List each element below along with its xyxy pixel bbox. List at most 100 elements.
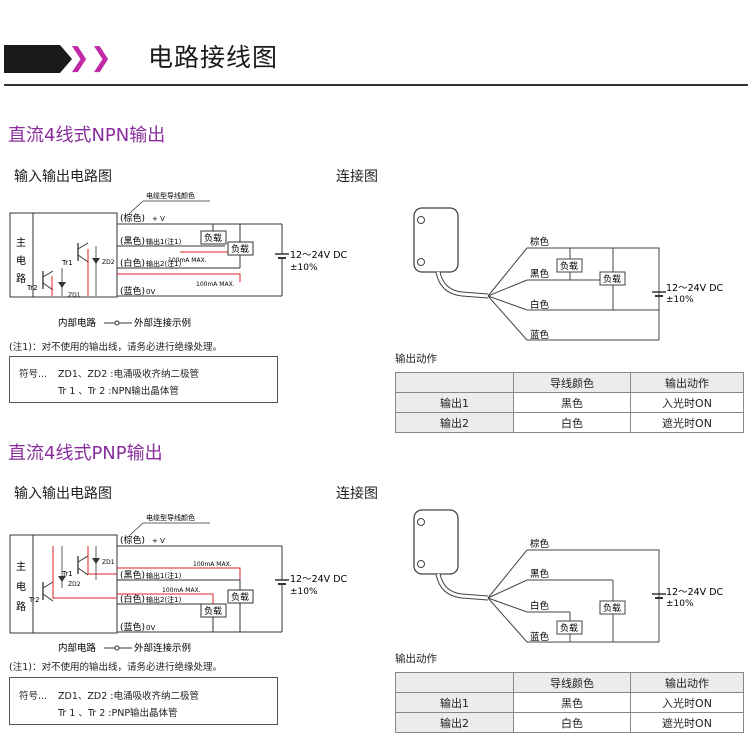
symbol-zd: ZD1、ZD2 :电涌吸收齐纳二极管 [58, 369, 199, 380]
supply-voltage: 12～24V DC [666, 587, 724, 598]
table-cell: 输出2 [395, 412, 514, 433]
wire-label-white: (白色) [120, 593, 145, 605]
conn-label-black: 黑色 [530, 568, 550, 580]
main-circuit-char: 路 [16, 600, 26, 613]
main-circuit-char: 主 [16, 237, 26, 249]
max-label-2: 100mA MAX. [162, 587, 201, 594]
wire-label-out1: 输出1(注1) [146, 571, 182, 580]
table-cell: 黑色 [513, 392, 631, 413]
load-label: 负载 [560, 622, 578, 634]
table-header-cell: 输出动作 [630, 672, 744, 693]
header-decoration-bar [4, 45, 72, 73]
wire-label-blue: (蓝色) [120, 285, 145, 297]
max-label-2: 100mA MAX. [196, 281, 235, 288]
conn-label-brown: 棕色 [530, 538, 550, 550]
load-label: 负载 [603, 602, 621, 614]
wire-label-out2: 输出2(注1) [146, 595, 182, 604]
conn-label-white: 白色 [530, 600, 550, 612]
pnp-connection-diagram: 棕色 黑色 白色 蓝色 负载 负载 12～24V DC ±10% [413, 509, 724, 643]
pnp-symbol-box: 符号... ZD1、ZD2 :电涌吸收齐纳二极管 Tr 1 、Tr 2 :PNP… [9, 677, 278, 725]
external-connection-label: 外部连接示例 [134, 642, 191, 654]
wire-label-out1: 输出1(注1) [146, 237, 182, 246]
conn-label-white: 白色 [530, 299, 550, 311]
load-box [200, 230, 227, 245]
load-label: 负载 [560, 260, 578, 272]
table-cell: 白色 [513, 412, 631, 433]
supply-tolerance: ±10% [290, 587, 318, 597]
load-label: 负载 [603, 273, 621, 285]
symbol-label: 符号... [19, 691, 48, 702]
cable-color-label: 电缆型导线颜色 [146, 191, 195, 200]
npn-circuit-heading: 输入输出电路图 [14, 169, 112, 185]
internal-circuit-label: 内部电路 [58, 317, 97, 329]
main-circuit-char: 主 [16, 561, 26, 573]
wire-label-0v: 0V [146, 288, 155, 296]
zd2-label: ZD2 [68, 581, 81, 588]
conn-label-black: 黑色 [530, 268, 550, 280]
pnp-note: (注1)：对不使用的输出线，请务必进行绝缘处理。 [9, 662, 222, 673]
load-label: 负载 [204, 232, 222, 244]
table-row: 输出1 黑色 入光时ON [395, 692, 744, 713]
pnp-section-title: 直流4线式PNP输出 [8, 443, 163, 464]
table-cell: 入光时ON [630, 692, 744, 713]
table-cell: 输出2 [395, 712, 514, 733]
load-label: 负载 [231, 591, 249, 603]
max-label-1: 100mA MAX. [168, 257, 207, 264]
table-cell: 白色 [513, 712, 631, 733]
zd1-label: ZD1 [102, 559, 115, 566]
main-circuit-char: 电 [16, 254, 26, 267]
npn-circuit-diagram: 电缆型导线颜色 主 电 路 (棕色) + V (黑色) 输出1(注1) (白色)… [9, 191, 348, 329]
supply-voltage: 12～24V DC [666, 283, 724, 294]
table-cell: 黑色 [513, 692, 631, 713]
wire-label-out2: 输出2(注1) [146, 259, 182, 268]
sensor-body [413, 509, 459, 575]
symbol-tr: Tr 1 、Tr 2 :PNP输出晶体管 [58, 708, 178, 719]
supply-voltage: 12～24V DC [290, 250, 348, 261]
conn-label-blue: 蓝色 [530, 631, 550, 643]
npn-output-table: 导线颜色 输出动作 输出1 黑色 入光时ON 输出2 白色 遮光时ON [395, 372, 744, 433]
symbol-label: 符号... [19, 369, 48, 380]
npn-section-title: 直流4线式NPN输出 [8, 125, 166, 146]
npn-output-action-heading: 输出动作 [395, 353, 437, 365]
wire-label-plusv: + V [152, 215, 165, 223]
pnp-connection-heading: 连接图 [336, 486, 378, 502]
conn-label-brown: 棕色 [530, 236, 550, 248]
table-cell: 入光时ON [630, 392, 744, 413]
load-label: 负载 [231, 243, 249, 255]
supply-tolerance: ±10% [666, 295, 694, 305]
supply-voltage: 12～24V DC [290, 574, 348, 585]
external-connection-label: 外部连接示例 [134, 317, 191, 329]
pnp-circuit-diagram: 电缆型导线颜色 主 电 路 (棕色) + V (黑色) 输出1(注1) (白色)… [9, 513, 348, 654]
wire-label-plusv: + V [152, 537, 165, 545]
max-label-1: 100mA MAX. [193, 561, 232, 568]
table-row: 输出1 黑色 入光时ON [395, 392, 744, 413]
symbol-tr: Tr 1 、Tr 2 :NPN输出晶体管 [58, 386, 179, 397]
chevron-icon: ❯ [90, 43, 112, 73]
table-header-cell: 导线颜色 [513, 672, 631, 693]
tr2-label: Tr2 [26, 284, 38, 292]
page-title: 电路接线图 [148, 43, 279, 72]
npn-connection-diagram: 棕色 黑色 白色 蓝色 负载 负载 12～24V DC ±10% [413, 207, 724, 341]
cable-color-label: 电缆型导线颜色 [146, 513, 195, 522]
table-header-cell [395, 672, 514, 693]
table-header-cell: 输出动作 [630, 372, 744, 393]
supply-tolerance: ±10% [290, 263, 318, 273]
wire-label-black: (黑色) [120, 235, 145, 247]
pnp-output-action-heading: 输出动作 [395, 653, 437, 665]
npn-note: (注1)：对不使用的输出线，请务必进行绝缘处理。 [9, 342, 222, 353]
table-cell: 遮光时ON [630, 712, 744, 733]
table-cell: 遮光时ON [630, 412, 744, 433]
tr1-label: Tr1 [61, 570, 73, 578]
wire-label-0v: 0V [146, 624, 155, 632]
npn-symbol-box: 符号... ZD1、ZD2 :电涌吸收齐纳二极管 Tr 1 、Tr 2 :NPN… [9, 356, 278, 403]
table-row: 输出2 白色 遮光时ON [395, 412, 744, 433]
header-divider [4, 84, 748, 86]
pnp-circuit-heading: 输入输出电路图 [14, 486, 112, 502]
wire-label-brown: (棕色) [120, 534, 145, 546]
pnp-output-table: 导线颜色 输出动作 输出1 黑色 入光时ON 输出2 白色 遮光时ON [395, 672, 744, 733]
table-header-cell [395, 372, 514, 393]
wire-label-white: (白色) [120, 257, 145, 269]
zd1-label: ZD1 [68, 292, 81, 299]
zd2-label: ZD2 [102, 259, 115, 266]
wire-label-brown: (棕色) [120, 212, 145, 224]
